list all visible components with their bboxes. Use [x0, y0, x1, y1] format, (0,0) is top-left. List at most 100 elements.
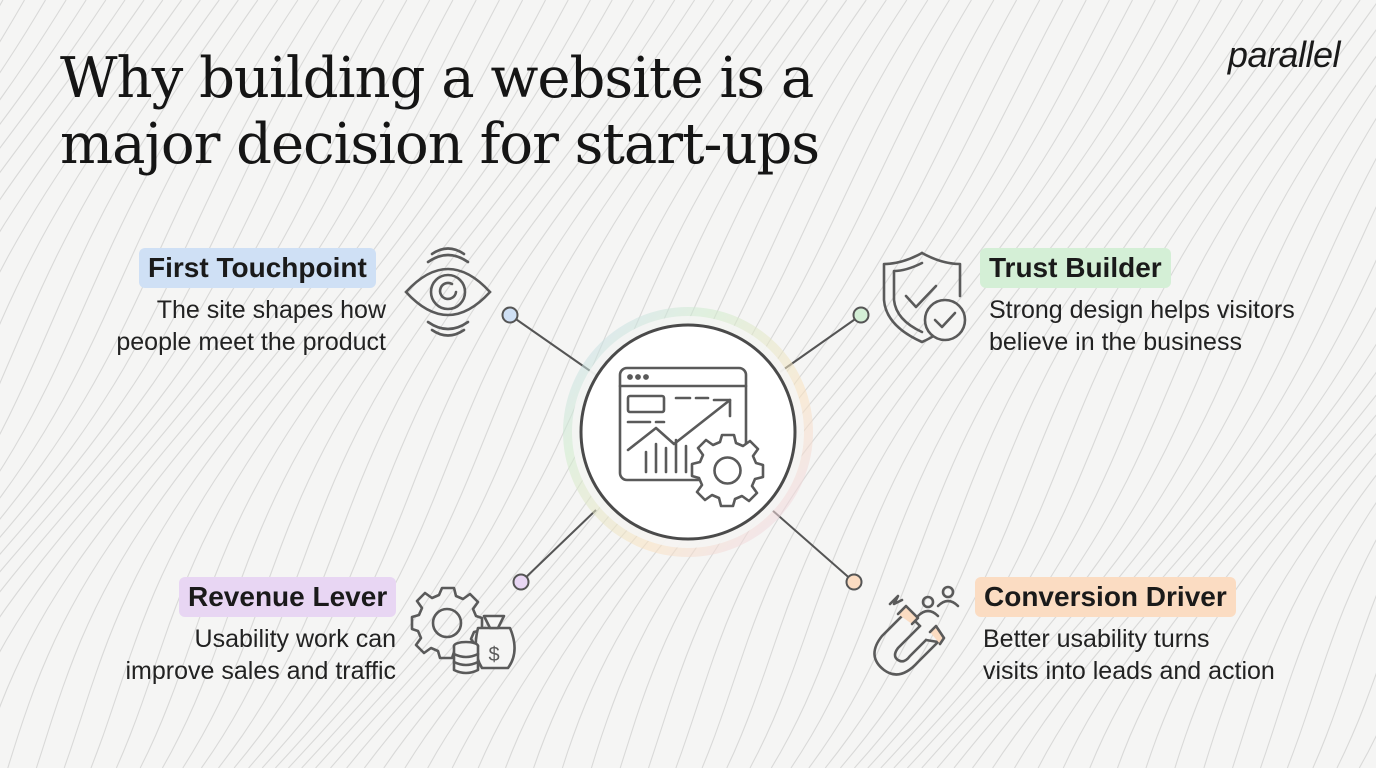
background-line	[561, 0, 1041, 768]
desc-trust-builder-line-1: Strong design helps visitors	[989, 296, 1295, 324]
background-line	[853, 0, 1323, 768]
background-line	[274, 0, 753, 768]
gear-money-bag-icon: $	[410, 586, 516, 675]
background-line	[1286, 539, 1376, 768]
background-line	[0, 0, 107, 149]
background-line	[0, 0, 126, 174]
background-line	[0, 0, 182, 273]
background-line	[749, 0, 1201, 768]
background-line	[218, 0, 676, 768]
background-line	[1089, 371, 1376, 768]
node-dot-trust-builder	[852, 306, 870, 324]
node-dot-conversion-driver	[845, 573, 863, 591]
background-line	[0, 0, 299, 520]
background-line	[0, 0, 385, 593]
background-line	[972, 157, 1376, 768]
background-line	[287, 0, 772, 768]
center-hub	[563, 307, 813, 557]
page-title: Why building a website is a major decisi…	[60, 46, 820, 178]
connector-first-touchpoint	[509, 314, 597, 376]
background-line	[0, 0, 279, 499]
background-line	[1203, 452, 1376, 768]
background-line	[808, 0, 1264, 768]
heading-first-touchpoint: First Touchpoint	[139, 248, 376, 288]
background-line	[161, 0, 613, 768]
background-line	[0, 0, 145, 201]
background-line	[0, 0, 259, 472]
desc-conversion-driver-line-1: Better usability turns	[983, 625, 1210, 653]
title-line-1: Why building a website is a	[60, 46, 814, 111]
desc-first-touchpoint: The site shapes how people meet the prod…	[116, 294, 386, 358]
desc-revenue-lever-line-2: improve sales and traffic	[125, 657, 397, 685]
background-line	[647, 0, 1110, 768]
background-line	[893, 2, 1376, 768]
background-line	[0, 0, 320, 538]
background-line	[1174, 433, 1376, 768]
background-line	[0, 0, 454, 708]
background-line	[90, 0, 546, 768]
background-line	[1037, 306, 1376, 768]
title-line-2: major decision for start-ups	[60, 112, 820, 177]
desc-first-touchpoint-line-1: The site shapes how	[156, 296, 386, 324]
heading-revenue-lever: Revenue Lever	[179, 577, 397, 617]
desc-first-touchpoint-line-2: people meet the product	[116, 328, 386, 356]
brand-logo: parallel	[1227, 34, 1341, 75]
background-line	[7, 0, 477, 768]
background-line	[301, 0, 790, 768]
background-line	[701, 0, 1156, 768]
connectors	[509, 314, 862, 583]
background-line	[1116, 394, 1376, 768]
background-line	[0, 0, 239, 436]
eye-icon	[404, 247, 492, 337]
background-line	[0, 0, 220, 385]
background-line	[921, 55, 1376, 768]
node-dot-first-touchpoint	[501, 306, 519, 324]
node-dot-revenue-lever	[512, 573, 530, 591]
background-line	[248, 0, 715, 768]
background-line	[0, 0, 201, 325]
background-line	[182, 0, 635, 768]
background-line	[115, 0, 569, 768]
desc-revenue-lever-line-1: Usability work can	[194, 625, 396, 653]
shield-check-icon	[882, 251, 967, 344]
background-line	[63, 0, 524, 768]
background-line	[0, 0, 431, 653]
background-line	[139, 0, 591, 768]
heading-trust-builder: Trust Builder	[980, 248, 1171, 288]
desc-conversion-driver: Better usability turns visits into leads…	[983, 623, 1275, 687]
background-line	[200, 0, 655, 768]
background-line	[867, 0, 1342, 768]
background-line	[233, 0, 696, 768]
background-line	[1231, 474, 1376, 768]
background-line	[675, 0, 1133, 768]
svg-text:$: $	[488, 644, 499, 666]
background-line	[880, 0, 1361, 768]
background-line	[726, 0, 1179, 768]
connector-revenue-lever	[520, 509, 597, 583]
background-line	[1145, 414, 1376, 768]
connector-trust-builder	[779, 314, 862, 373]
heading-conversion-driver: Conversion Driver	[975, 577, 1236, 617]
background-line	[1062, 343, 1376, 768]
background-line	[35, 0, 500, 768]
background-line	[992, 206, 1376, 768]
background-line	[906, 29, 1376, 768]
connector-conversion-driver	[771, 509, 855, 583]
background-line	[770, 0, 1222, 768]
background-line	[590, 0, 1064, 768]
background-line	[1312, 594, 1376, 768]
background-line	[0, 0, 408, 618]
background-line	[790, 0, 1243, 768]
background-line	[619, 0, 1087, 768]
desc-trust-builder: Strong design helps visitors believe in …	[989, 294, 1295, 358]
magnet-users-icon	[873, 585, 960, 676]
desc-trust-builder-line-2: believe in the business	[989, 328, 1242, 356]
background-line	[1014, 259, 1376, 768]
desc-revenue-lever: Usability work can improve sales and tra…	[126, 623, 397, 687]
background-line	[0, 0, 341, 555]
background-line	[1259, 501, 1376, 768]
background-line	[936, 84, 1376, 768]
desc-conversion-driver-line-2: visits into leads and action	[983, 657, 1275, 685]
